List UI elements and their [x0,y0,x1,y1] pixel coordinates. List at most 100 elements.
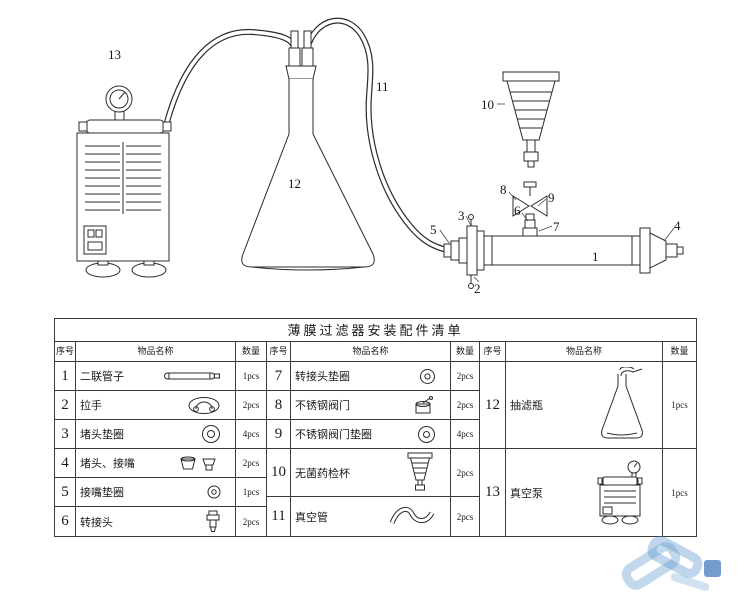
item-name: 拉手 [80,400,102,412]
header-name: 物品名称 [76,342,236,361]
callout-3: 3 [458,208,465,223]
parts-table: 薄膜过滤器安装配件清单 序号 物品名称 数量 1 二联管子 [54,318,697,537]
test-cup-drawing [502,71,560,168]
callout-4: 4 [674,218,681,233]
table-row: 11 真空管 2pcs [267,497,479,536]
steel-valve-icon [412,395,436,415]
item-name-cell: 真空泵 [506,449,663,536]
header-name: 物品名称 [506,342,663,361]
item-name: 真空泵 [510,487,543,500]
watermark-ribbon [643,531,707,583]
item-name-cell: 堵头垫圈 [76,420,236,448]
table-row: 13 真空泵 1pcs [480,449,696,536]
item-no: 6 [55,507,76,536]
table-column-group-2: 序号 物品名称 数量 7 转接头垫圈 2pcs 8 [267,342,480,536]
watermark-ribbon [617,537,685,595]
callout-2: 2 [474,281,481,296]
item-no: 2 [55,391,76,419]
header-qty: 数量 [241,346,260,356]
filter-flask-icon [594,367,648,443]
watermark-seal [704,560,721,577]
table-row: 9 不锈钢阀门垫圈 4pcs [267,420,479,449]
item-no: 10 [267,449,291,496]
plug-gasket-icon [201,424,221,444]
vacuum-pump-drawing [76,85,172,278]
table-row: 5 接嘴垫圈 1pcs [55,478,266,507]
item-no: 11 [267,497,291,536]
header-name: 物品名称 [291,342,451,361]
item-no: 7 [267,362,291,390]
table-title: 薄膜过滤器安装配件清单 [55,319,696,342]
item-qty: 2pcs [456,511,474,522]
header-no: 序号 [267,342,291,361]
header-row: 序号 物品名称 数量 [55,342,266,362]
item-name: 转接头垫圈 [295,371,350,383]
item-qty: 1pcs [671,487,688,498]
table-row: 7 转接头垫圈 2pcs [267,362,479,391]
item-qty: 2pcs [242,516,260,527]
header-row: 序号 物品名称 数量 [480,342,696,362]
valve-drawing [512,181,548,221]
item-name: 真空管 [295,511,328,524]
item-no: 4 [55,449,76,477]
double-tube-icon [163,370,221,382]
callout-6: 6 [514,203,521,218]
header-qty: 数量 [455,346,474,356]
adapter-gasket-icon [419,368,436,385]
item-name: 二联管子 [80,371,124,383]
callout-5: 5 [430,222,437,237]
pump-hose-drawing [164,28,297,123]
callout-7: 7 [553,219,560,234]
callout-12: 12 [288,176,301,191]
item-name: 堵头垫圈 [80,429,124,441]
item-qty: 4pcs [456,429,474,439]
vacuum-hose-drawing [304,17,448,253]
item-name-cell: 拉手 [76,391,236,419]
item-name: 堵头、接嘴 [80,458,135,470]
item-name-cell: 堵头、接嘴 [76,449,236,477]
diagram-canvas [76,17,684,289]
table-column-group-3: 序号 物品名称 数量 12 抽滤瓶 1pcs 13 [480,342,696,536]
nozzle-gasket-icon [207,485,221,499]
item-name-cell: 真空管 [291,497,451,536]
table-row: 2 拉手 2pcs [55,391,266,420]
item-qty: 1pcs [242,487,260,497]
callout-13: 13 [108,47,121,62]
item-name-cell: 转接头 [76,507,236,536]
vacuum-tube-icon [388,504,436,530]
table-row: 6 转接头 2pcs [55,507,266,536]
table-row: 4 堵头、接嘴 2pcs [55,449,266,478]
watermark-logo [612,531,750,597]
callout-8: 8 [500,182,507,197]
table-row: 1 二联管子 1pcs [55,362,266,391]
callout-11: 11 [376,79,389,94]
item-name: 无菌药检杯 [295,467,350,480]
item-no: 12 [480,362,506,448]
item-no: 5 [55,478,76,506]
callout-10: 10 [481,97,494,112]
filter-holder-drawing [443,214,684,289]
item-name-cell: 接嘴垫圈 [76,478,236,506]
item-name-cell: 二联管子 [76,362,236,390]
item-qty: 2pcs [456,400,474,410]
handle-icon [187,396,221,415]
filter-flask-drawing [241,30,375,271]
item-name-cell: 转接头垫圈 [291,362,451,390]
table-row: 10 无菌药检杯 2pcs [267,449,479,497]
item-name: 抽滤瓶 [510,400,543,412]
item-no: 13 [480,449,506,536]
header-row: 序号 物品名称 数量 [267,342,479,362]
plug-nozzle-icon [179,455,221,472]
item-qty: 1pcs [671,400,688,410]
item-name: 不锈钢阀门垫圈 [295,429,372,441]
item-qty: 4pcs [242,429,260,439]
header-no: 序号 [55,342,76,361]
item-name-cell: 抽滤瓶 [506,362,663,448]
item-no: 1 [55,362,76,390]
item-qty: 2pcs [242,458,260,468]
table-row: 3 堵头垫圈 4pcs [55,420,266,449]
adapter-icon [205,510,221,533]
test-cup-icon [404,452,436,494]
item-name: 转接头 [80,516,113,529]
